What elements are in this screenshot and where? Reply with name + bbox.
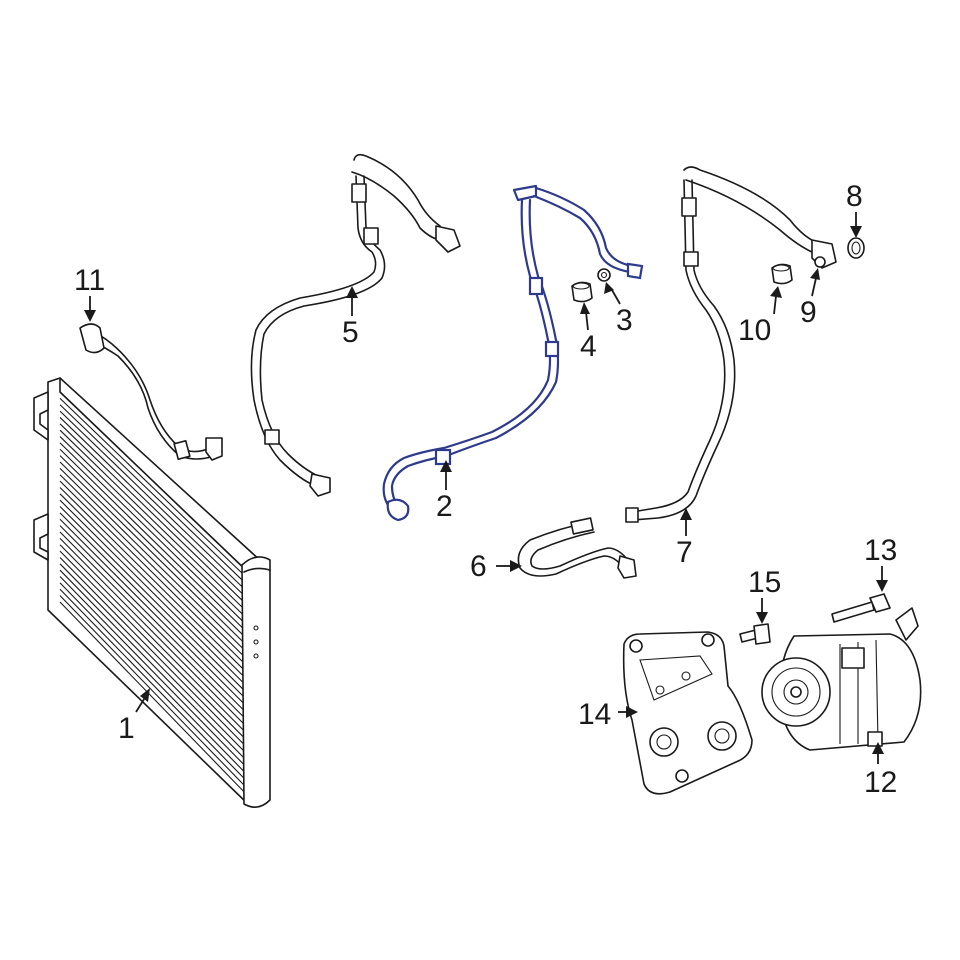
- seal-ring-part-8[interactable]: [847, 237, 865, 259]
- condenser-fin-line: [59, 601, 251, 799]
- callout-13: 13: [864, 534, 897, 567]
- compressor-part-12[interactable]: [761, 607, 922, 751]
- hose-part-5[interactable]: [250, 153, 461, 497]
- callout-arrows: [84, 212, 888, 764]
- fitting-part-3[interactable]: [597, 268, 611, 282]
- condenser-fin-line: [59, 493, 251, 683]
- condenser-fin-line: [59, 576, 251, 772]
- condenser-fin-line: [59, 442, 251, 629]
- condenser-fin-line: [59, 531, 251, 724]
- callout-14: 14: [578, 698, 611, 731]
- condenser-fin-line: [59, 537, 251, 731]
- callout-labels: 1 2 3 4 5 6 7 8 9 10 11 12 13 14 15: [74, 180, 897, 799]
- condenser-fins: [59, 391, 251, 799]
- callout-3: 3: [616, 304, 633, 337]
- condenser-fin-line: [59, 404, 251, 588]
- condenser-fin-line: [59, 397, 251, 582]
- condenser-fin-line: [59, 448, 251, 636]
- condenser-fin-line: [59, 455, 251, 643]
- condenser-fin-line: [59, 429, 251, 616]
- condenser-fin-line: [59, 474, 251, 663]
- callout-15: 15: [748, 566, 781, 599]
- hose-part-6[interactable]: [517, 517, 637, 579]
- condenser-fin-line: [59, 410, 251, 595]
- condenser-fin-line: [59, 557, 251, 751]
- callout-1: 1: [118, 712, 135, 745]
- bolt-part-15[interactable]: [739, 623, 771, 645]
- callout-4: 4: [580, 330, 597, 363]
- condenser-fin-line: [59, 569, 251, 765]
- condenser-fin-line: [59, 563, 251, 758]
- callout-7: 7: [676, 536, 693, 569]
- callout-8: 8: [846, 180, 863, 213]
- condenser-fin-line: [59, 423, 251, 609]
- hose-part-11[interactable]: [79, 323, 223, 461]
- hose-part-7[interactable]: [625, 166, 837, 523]
- condenser-fin-line: [59, 595, 251, 792]
- cap-part-10[interactable]: [771, 263, 793, 285]
- condenser-fin-line: [59, 544, 251, 738]
- condenser-fin-line: [59, 467, 251, 656]
- condenser-fin-line: [59, 506, 251, 697]
- callout-5: 5: [342, 316, 359, 349]
- callout-10: 10: [738, 314, 771, 347]
- hose-part-2-highlighted[interactable]: [382, 184, 644, 522]
- fitting-part-9[interactable]: [814, 256, 826, 268]
- callout-12: 12: [864, 766, 897, 799]
- condenser-fin-line: [59, 518, 251, 711]
- condenser-fin-line: [59, 550, 251, 745]
- condenser-fin-line: [59, 487, 251, 677]
- bracket-part-14[interactable]: [622, 631, 753, 795]
- condenser-part-1[interactable]: [33, 377, 271, 808]
- cap-part-4[interactable]: [571, 281, 593, 303]
- condenser-fin-line: [59, 582, 251, 779]
- condenser-fin-line: [59, 436, 251, 622]
- condenser-fin-line: [59, 480, 251, 670]
- condenser-fin-line: [59, 525, 251, 717]
- bolt-part-13[interactable]: [831, 593, 891, 623]
- condenser-fin-line: [59, 588, 251, 785]
- callout-2: 2: [436, 490, 453, 523]
- callout-11: 11: [74, 264, 105, 297]
- condenser-fin-line: [59, 512, 251, 704]
- condenser-fin-line: [59, 461, 251, 650]
- condenser-fin-line: [59, 417, 251, 602]
- callout-6: 6: [470, 550, 487, 583]
- condenser-fin-line: [59, 391, 251, 575]
- callout-9: 9: [800, 296, 817, 329]
- condenser-fin-line: [59, 499, 251, 690]
